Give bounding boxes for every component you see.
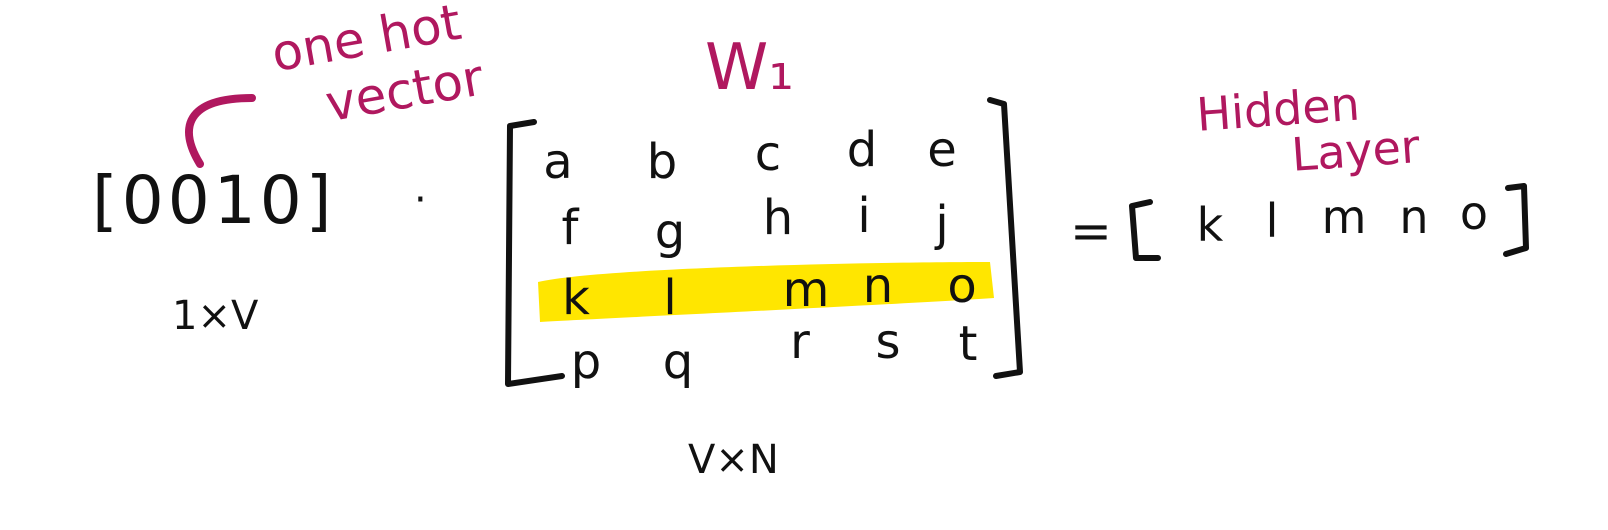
- matrix-cell: c: [754, 126, 782, 182]
- annotation-arrow: [185, 94, 256, 168]
- matrix-cell-highlighted: o: [947, 258, 977, 314]
- matrix-cell: i: [857, 188, 871, 244]
- matrix-cell: r: [790, 314, 810, 370]
- matrix-cell-highlighted: n: [862, 258, 894, 314]
- matrix-cell: f: [561, 200, 579, 256]
- one-hot-vector: [0010]: [92, 162, 336, 239]
- matrix-cell-highlighted: m: [782, 262, 830, 318]
- matrix-row-highlight: [538, 262, 994, 322]
- matrix-cell: d: [846, 122, 878, 178]
- matrix-left-bracket: [505, 119, 565, 387]
- hidden-value: k: [1196, 198, 1224, 252]
- matrix-right-bracket: [987, 97, 1023, 379]
- dot-operator: ·: [414, 177, 427, 223]
- result-left-bracket: [1129, 199, 1161, 261]
- matrix-title: W₁: [705, 31, 794, 105]
- matrix-cell-highlighted: k: [562, 270, 590, 326]
- matrix-cell: j: [935, 196, 949, 252]
- hidden-layer-label-line2: Layer: [1289, 119, 1422, 182]
- matrix-cell: p: [570, 334, 602, 390]
- vector-dimension: 1×V: [172, 293, 259, 339]
- matrix-dimension: V×N: [688, 437, 779, 483]
- matrix-cell: e: [927, 122, 957, 178]
- matrix-cell: h: [762, 190, 794, 246]
- matrix-cell-highlighted: l: [663, 270, 677, 326]
- result-right-bracket: [1503, 183, 1529, 257]
- hidden-value: l: [1265, 194, 1279, 248]
- equals-sign: =: [1070, 202, 1112, 260]
- matrix-cell: s: [875, 314, 901, 370]
- hidden-value: o: [1459, 186, 1489, 240]
- matrix-cell: q: [662, 334, 694, 390]
- matrix-cell: a: [543, 134, 573, 190]
- matrix-cell: g: [654, 204, 686, 260]
- hidden-value: m: [1321, 190, 1367, 244]
- hidden-value: n: [1399, 190, 1429, 244]
- matrix-cell: b: [646, 134, 678, 190]
- matrix-cell: t: [958, 316, 978, 372]
